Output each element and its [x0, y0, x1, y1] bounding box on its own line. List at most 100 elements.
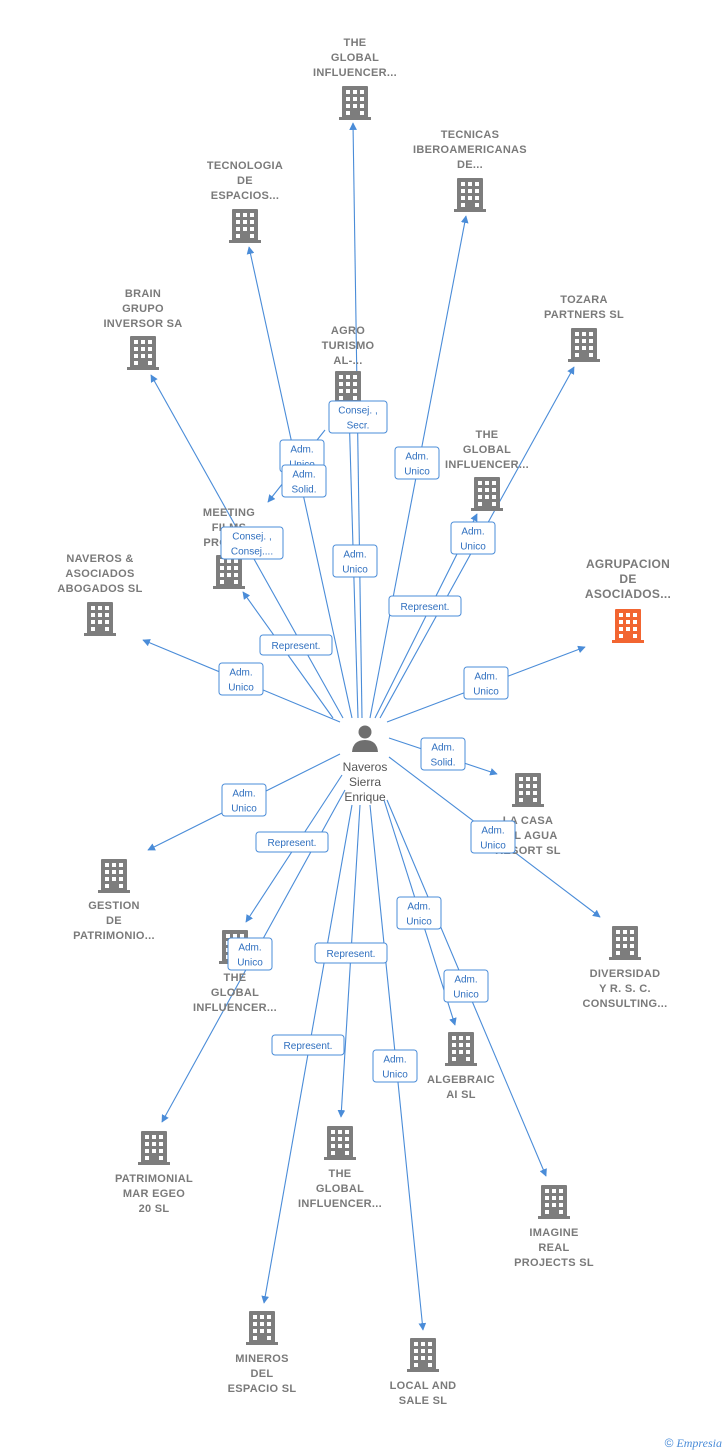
company-label-line: 20 SL — [139, 1203, 170, 1215]
relation-text: Represent. — [284, 1041, 333, 1052]
building-icon — [324, 1126, 356, 1160]
company-label-line: PATRIMONIAL — [115, 1173, 193, 1185]
relation-text: Solid. — [430, 758, 455, 769]
relation-text: Secr. — [347, 421, 370, 432]
company-label-line: PATRIMONIO... — [73, 930, 155, 942]
building-icon — [246, 1311, 278, 1345]
relation-label[interactable]: Adm. Solid. — [420, 737, 466, 771]
relation-label[interactable]: Represent. — [255, 831, 329, 853]
company-node-tecnologia[interactable]: TECNOLOGIADEESPACIOS... — [207, 160, 283, 243]
company-label-line: NAVEROS & — [66, 553, 133, 565]
relation-text: Adm. — [407, 902, 430, 913]
relation-text: Adm. — [431, 743, 454, 754]
company-label-line: TURISMO — [322, 340, 375, 352]
relation-text: Unico — [382, 1070, 408, 1081]
company-node-global1[interactable]: THEGLOBALINFLUENCER... — [313, 37, 397, 120]
company-label-line: INFLUENCER... — [445, 459, 529, 471]
relation-label[interactable]: Represent. — [271, 1034, 345, 1056]
relation-label[interactable]: Consej. ,Consej.... — [220, 526, 284, 560]
company-label-line: PROJECTS SL — [514, 1257, 594, 1269]
relation-label[interactable]: Adm.Unico — [332, 544, 378, 578]
person-icon — [352, 725, 378, 752]
company-node-gestion[interactable]: GESTIONDEPATRIMONIO... — [73, 859, 155, 942]
relation-box — [388, 595, 462, 617]
relation-text: Adm. — [343, 550, 366, 561]
relation-label[interactable]: Adm.Solid. — [281, 464, 327, 498]
relation-label[interactable]: Adm.Unico — [221, 783, 267, 817]
relation-label[interactable]: Adm. Unico — [372, 1049, 418, 1083]
relation-label[interactable]: Adm. Unico — [443, 969, 489, 1003]
relation-label[interactable]: Adm.Unico — [218, 662, 264, 696]
company-node-global4[interactable]: THEGLOBALINFLUENCER... — [298, 1126, 382, 1210]
relation-box — [255, 831, 329, 853]
company-label-line: INFLUENCER... — [193, 1002, 277, 1014]
company-node-tecnicas[interactable]: TECNICASIBEROAMERICANASDE... — [413, 129, 527, 212]
relation-text: Unico — [237, 958, 263, 969]
relation-text: Unico — [404, 467, 430, 478]
relation-box — [450, 521, 496, 555]
relation-text: Consej.... — [231, 547, 273, 558]
building-icon — [213, 555, 245, 589]
relation-text: Unico — [453, 990, 479, 1001]
company-label-line: THE — [344, 37, 367, 49]
relation-text: Represent. — [401, 602, 450, 613]
relation-text: Adm. — [292, 470, 315, 481]
relation-label[interactable]: Adm.Unico — [396, 896, 442, 930]
relation-label[interactable]: Represent. — [388, 595, 462, 617]
relation-text: Unico — [460, 542, 486, 553]
company-label-line: ABOGADOS SL — [57, 583, 142, 595]
company-node-global2[interactable]: THEGLOBALINFLUENCER... — [445, 429, 529, 511]
relation-label[interactable]: Adm.Unico — [470, 820, 516, 854]
company-label-line: MEETING — [203, 507, 255, 519]
company-node-agro[interactable]: AGROTURISMOAL-... — [322, 325, 375, 405]
company-node-patrimonial[interactable]: PATRIMONIAL MAR EGEO 20 SL — [115, 1131, 193, 1215]
building-icon — [609, 926, 641, 960]
relation-text: Represent. — [327, 949, 376, 960]
relation-box — [271, 1034, 345, 1056]
relation-label[interactable]: Consej. ,Secr. — [328, 400, 388, 434]
company-node-agrupacion[interactable]: AGRUPACIONDEASOCIADOS... — [585, 557, 671, 643]
relation-label[interactable]: Represent. — [314, 942, 388, 964]
company-label-line: GLOBAL — [331, 52, 379, 64]
footer-brand[interactable]: © Empresia — [665, 1436, 722, 1451]
relation-box — [328, 400, 388, 434]
relation-box — [420, 737, 466, 771]
company-label-line: TECNOLOGIA — [207, 160, 283, 172]
relation-box — [470, 820, 516, 854]
relation-label[interactable]: Adm.Unico — [394, 446, 440, 480]
relation-label[interactable]: Adm.Unico — [227, 937, 273, 971]
company-label-line: GLOBAL — [211, 987, 259, 999]
building-icon — [339, 86, 371, 120]
relation-box — [227, 937, 273, 971]
relation-text: Adm. — [454, 975, 477, 986]
company-label-line: AL-... — [333, 355, 362, 367]
company-label-line: MAR EGEO — [123, 1188, 185, 1200]
company-label-line: BRAIN — [125, 288, 161, 300]
relation-text: Unico — [480, 841, 506, 852]
relation-box — [332, 544, 378, 578]
relation-text: Adm. — [383, 1055, 406, 1066]
building-icon — [568, 328, 600, 362]
company-label-line: INVERSOR SA — [103, 318, 182, 330]
company-label-line: IMAGINE — [529, 1227, 578, 1239]
relation-label[interactable]: Adm. Unico — [450, 521, 496, 555]
relation-text: Adm. — [461, 527, 484, 538]
company-label-line: TECNICAS — [441, 129, 500, 141]
relation-label[interactable]: Represent. — [259, 634, 333, 656]
relation-label[interactable]: Adm.Unico — [463, 666, 509, 700]
relation-text: Adm. — [290, 445, 313, 456]
company-node-global3[interactable]: THEGLOBALINFLUENCER... — [193, 930, 277, 1014]
company-label-line: ALGEBRAIC — [427, 1074, 495, 1086]
relation-box — [218, 662, 264, 696]
building-icon — [538, 1185, 570, 1219]
